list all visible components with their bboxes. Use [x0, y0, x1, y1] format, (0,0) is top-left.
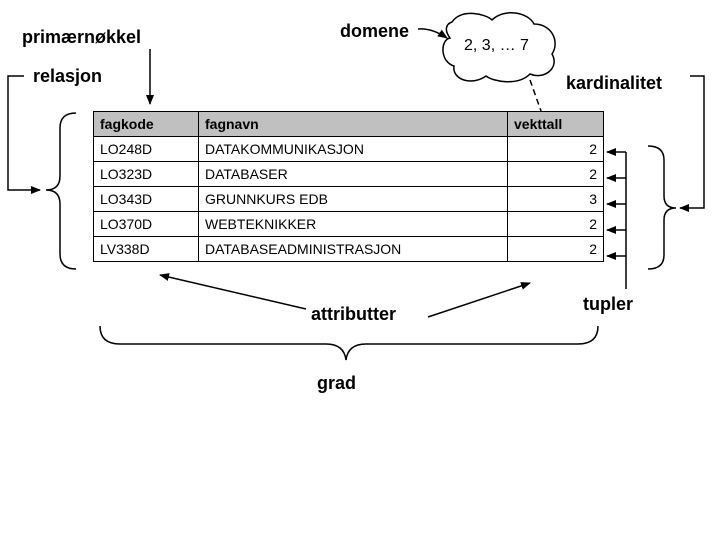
table-row: LO370D WEBTEKNIKKER 2 — [93, 211, 604, 237]
table-row: LV338D DATABASEADMINISTRASJON 2 — [93, 236, 604, 262]
cell-vekttall: 2 — [507, 136, 604, 162]
column-header-fagkode: fagkode — [93, 111, 199, 137]
tuples-label: tupler — [583, 294, 634, 314]
domain-cloud — [442, 12, 556, 83]
cardinality-label: kardinalitet — [566, 73, 663, 93]
cell-fagnavn: DATAKOMMUNIKASJON — [198, 136, 508, 162]
cell-fagnavn: DATABASEADMINISTRASJON — [198, 236, 508, 262]
relation-brace — [45, 112, 77, 270]
cell-fagkode: LV338D — [93, 236, 199, 262]
domain-label: domene — [340, 21, 410, 41]
column-header-vekttall: vekttall — [507, 111, 604, 137]
table-header-row: fagkode fagnavn vekttall — [93, 111, 604, 137]
attributes-label: attributter — [311, 304, 396, 324]
relation-arrow — [7, 75, 41, 194]
cell-fagnavn: DATABASER — [198, 161, 508, 187]
cell-fagnavn: WEBTEKNIKKER — [198, 211, 508, 237]
cell-fagkode: LO370D — [93, 211, 199, 237]
relation-label: relasjon — [33, 66, 103, 86]
primary-key-label: primærnøkkel — [22, 27, 142, 47]
cell-fagkode: LO343D — [93, 186, 199, 212]
cell-fagkode: LO323D — [93, 161, 199, 187]
attribute-arrow-left — [159, 273, 307, 310]
attribute-arrow-right — [427, 282, 531, 318]
cardinality-brace — [647, 145, 677, 270]
degree-brace — [99, 325, 599, 361]
cell-vekttall: 2 — [507, 236, 604, 262]
cardinality-arrow — [679, 75, 705, 212]
domain-dashed-link — [529, 79, 542, 112]
cell-fagnavn: GRUNNKURS EDB — [198, 186, 508, 212]
table-row: LO323D DATABASER 2 — [93, 161, 604, 187]
table-row: LO248D DATAKOMMUNIKASJON 2 — [93, 136, 604, 162]
column-header-fagnavn: fagnavn — [198, 111, 508, 137]
degree-label: grad — [317, 373, 357, 393]
table-row: LO343D GRUNNKURS EDB 3 — [93, 186, 604, 212]
domain-arrow — [417, 28, 448, 39]
relation-table: fagkode fagnavn vekttall LO248D DATAKOMM… — [93, 111, 604, 262]
cell-fagkode: LO248D — [93, 136, 199, 162]
cell-vekttall: 3 — [507, 186, 604, 212]
cell-vekttall: 2 — [507, 161, 604, 187]
domain-values: 2, 3, … 7 — [464, 37, 529, 54]
cell-vekttall: 2 — [507, 211, 604, 237]
